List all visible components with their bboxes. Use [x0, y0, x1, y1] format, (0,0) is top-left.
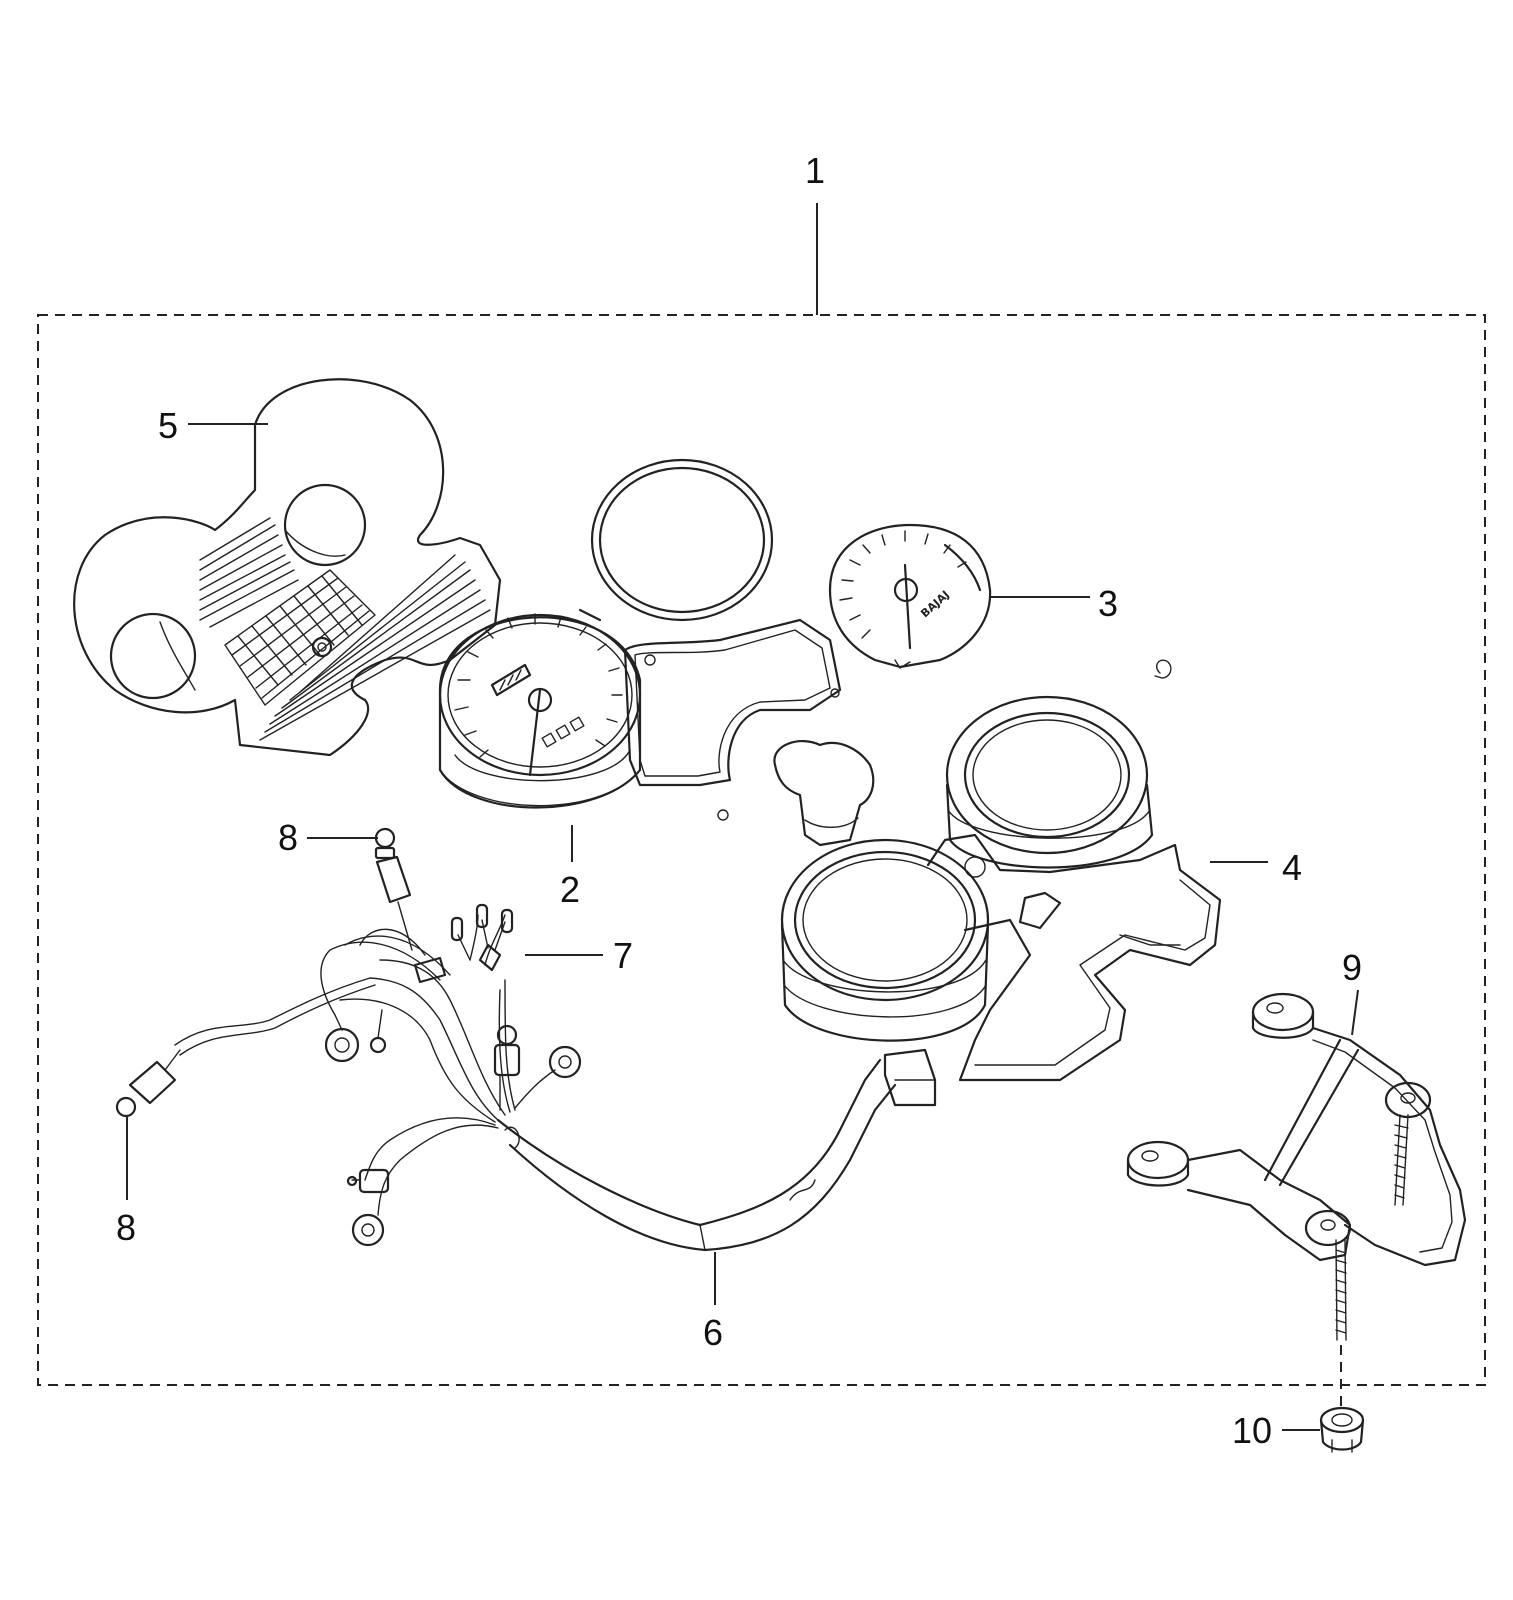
- small-clip: [1154, 659, 1172, 679]
- part-8-bulb-lower: [115, 1049, 181, 1118]
- part-8-bulb-upper: [374, 827, 413, 951]
- leader-lines: [126, 203, 1359, 1431]
- part-7-bulb-sockets: [324, 903, 582, 1247]
- rubber-cap: [773, 740, 875, 847]
- part-6-wiring-harness: [174, 914, 897, 1252]
- callout-1: 1: [805, 150, 825, 191]
- callout-4: 4: [1282, 847, 1302, 888]
- dial-brand-label: BAJAJ: [918, 588, 952, 620]
- callout-2: 2: [560, 869, 580, 910]
- part-5-cover-panel: [73, 378, 502, 757]
- callout-8-upper: 8: [278, 817, 298, 858]
- callout-6: 6: [703, 1312, 723, 1353]
- callout-10: 10: [1232, 1410, 1272, 1451]
- part-4-meter-housing: [780, 695, 1222, 1107]
- callout-9: 9: [1342, 947, 1362, 988]
- callout-3: 3: [1098, 583, 1118, 624]
- callout-8-lower: 8: [116, 1207, 136, 1248]
- part-9-mounting-bracket: [1126, 992, 1467, 1410]
- part-2-speedometer: [438, 458, 842, 821]
- callout-5: 5: [158, 405, 178, 446]
- assembly-boundary: [37, 314, 1486, 1386]
- part-3-tachometer-dial: BAJAJ: [828, 523, 992, 669]
- callout-7: 7: [613, 935, 633, 976]
- part-10-nut: [1319, 1406, 1365, 1453]
